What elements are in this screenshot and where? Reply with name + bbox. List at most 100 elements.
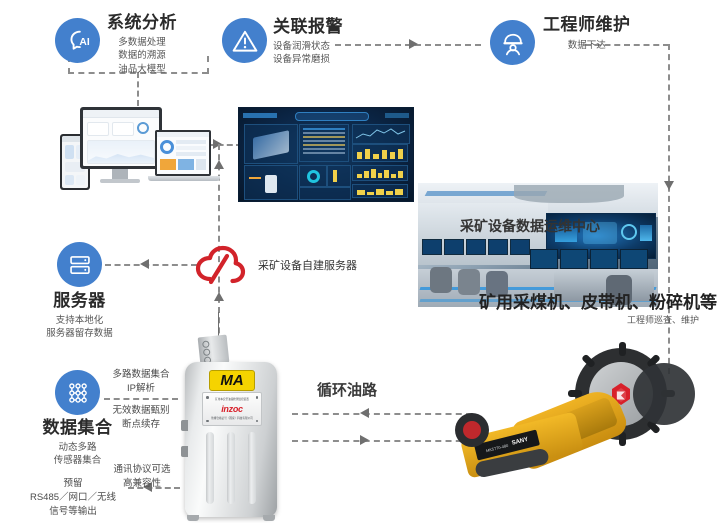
linked-alarm-line-1: 设备润滑状态 xyxy=(273,40,331,52)
connector-center-trunk xyxy=(218,144,220,364)
ceiling-panel xyxy=(514,185,624,203)
device-side-port-1 xyxy=(181,420,188,431)
equipment-title: 矿用采煤机、皮带机、粉碎机等 xyxy=(479,293,717,312)
ma-monitoring-device[interactable]: MA 矿用本安型油液检测监控装置 inzoc 防爆合格证号（国家）科技有限公司 xyxy=(181,362,277,521)
connector-alarm-stub-left xyxy=(207,56,209,74)
arrow-oil-supply xyxy=(360,435,369,445)
foreground-chair xyxy=(606,275,632,305)
arrow-alarm-to-engineer xyxy=(409,39,418,49)
ma-label: MA xyxy=(220,372,244,389)
dashboard-header xyxy=(243,111,409,121)
linked-alarm-title: 关联报警 xyxy=(273,17,343,36)
laptop-base xyxy=(148,176,220,181)
connector-engineer-down xyxy=(668,44,670,374)
arrow-oil-return xyxy=(360,408,369,418)
server-line-2: 服务器留存数据 xyxy=(46,328,113,340)
dashboard-panel-line-chart xyxy=(352,124,410,144)
system-analysis-line-2: 数据的溯源 xyxy=(118,50,166,62)
annotation-output-1: 预留 xyxy=(63,478,83,489)
engineer-maintenance-title: 工程师维护 xyxy=(543,15,631,34)
data-collection-text: 数据集合 动态多路 传感器集合 xyxy=(21,418,134,468)
arrow-to-dashboard xyxy=(213,139,222,149)
antenna-wire xyxy=(218,312,219,338)
mining-shearer-illustration: MK5770-480 SANY xyxy=(455,342,705,515)
annotation-protocol-2: 高兼容性 xyxy=(122,477,161,489)
connector-analysis-stub-left xyxy=(68,56,70,74)
system-analysis-title: 系统分析 xyxy=(107,13,177,32)
control-room-caption: 采矿设备数据运维中心 xyxy=(460,218,600,234)
nameplate-screw-bl xyxy=(206,419,209,422)
rear-drum-hub xyxy=(463,421,481,439)
system-analysis-line-3: 油品大模型 xyxy=(118,64,166,76)
connector-block xyxy=(197,334,230,366)
monitor-stand xyxy=(112,169,128,179)
engineer-maintenance-line-1: 数据下达 xyxy=(567,39,606,51)
connector-alarm-to-engineer xyxy=(335,44,481,46)
dashboard-panel-device xyxy=(244,165,298,200)
laptop-illustration xyxy=(155,130,211,176)
device-nameplate: 矿用本安型油液检测监控装置 inzoc 防爆合格证号（国家）科技有限公司 xyxy=(202,392,262,426)
annotation-collect-top-2: IP解析 xyxy=(127,382,155,394)
cloud-server-label: 采矿设备自建服务器 xyxy=(258,260,357,272)
annotation-collect-top-1: 多路数据集合 xyxy=(112,369,170,380)
device-rib-1 xyxy=(206,432,214,504)
linked-alarm-text: 关联报警 设备润滑状态 设备异常磨损 xyxy=(273,17,343,67)
arrow-trunk-up-lower xyxy=(214,292,224,301)
server-text: 服务器 支持本地化 服务器留存数据 xyxy=(23,291,136,341)
monitor-illustration xyxy=(80,107,162,169)
dashboard-panel-gauge xyxy=(299,165,327,187)
connector-analysis-down xyxy=(137,72,139,134)
linked-alarm-icon-badge[interactable] xyxy=(222,18,267,63)
equipment-subtitle: 工程师巡查、维护 xyxy=(627,315,700,325)
device-rib-2 xyxy=(227,432,235,504)
desk-row-back xyxy=(422,239,542,261)
annotation-output: 预留 RS485／网口／无线 信号等输出 xyxy=(14,477,132,518)
arrow-protocol-to-device xyxy=(143,482,152,492)
node-grid-icon xyxy=(64,379,92,407)
data-collection-icon-badge[interactable] xyxy=(55,370,100,415)
dashboard-panel-mini-table xyxy=(299,187,351,200)
nameplate-top-text: 矿用本安型油液检测监控装置 xyxy=(215,398,249,401)
dashboard-panel-bars-1 xyxy=(352,144,408,162)
nameplate-bottom-text: 防爆合格证号（国家）科技有限公司 xyxy=(211,417,253,420)
connector-oil-supply xyxy=(292,440,472,442)
server-rack-icon xyxy=(67,252,93,278)
data-collection-title: 数据集合 xyxy=(42,418,113,437)
arrow-engineer-down xyxy=(664,181,674,190)
drum-secondary xyxy=(633,363,695,425)
mining-dashboard-screen xyxy=(238,107,414,202)
server-line-1: 支持本地化 xyxy=(55,314,104,326)
server-title: 服务器 xyxy=(53,291,106,310)
annotation-collect-bottom-1: 无效数据甄别 xyxy=(112,405,170,416)
nameplate-screw-br xyxy=(255,419,258,422)
device-side-port-2 xyxy=(181,446,188,457)
engineer-maintenance-icon-badge[interactable] xyxy=(490,20,535,65)
device-cluster-illustration xyxy=(60,104,220,196)
system-analysis-icon-badge[interactable]: AI xyxy=(55,18,100,63)
nameplate-screw-tr xyxy=(255,396,258,399)
connector-protocol-to-device xyxy=(128,487,180,489)
engineer-maintenance-text: 工程师维护 数据下达 xyxy=(543,15,631,52)
device-foot-left xyxy=(187,515,199,521)
brand-logo: inzoc xyxy=(221,404,243,414)
annotation-output-3: 信号等输出 xyxy=(49,505,97,517)
machine-model-label: MK5770-480 xyxy=(485,442,509,453)
connector-cloud-to-server xyxy=(105,264,197,266)
arrow-trunk-up-upper xyxy=(214,160,224,169)
annotation-collect-bottom-2: 断点续存 xyxy=(121,418,160,430)
nameplate-screw-tl xyxy=(206,396,209,399)
svg-text:AI: AI xyxy=(79,37,89,48)
cloud-server-icon[interactable] xyxy=(192,243,250,285)
chair-group xyxy=(430,267,540,301)
linked-alarm-line-2: 设备异常磨损 xyxy=(273,54,331,66)
server-icon-badge[interactable] xyxy=(57,242,102,287)
control-room-photo xyxy=(418,183,658,307)
data-collection-line-2: 传感器集合 xyxy=(53,455,102,467)
machine-brand-label: SANY xyxy=(511,436,529,447)
connector-collection-to-device xyxy=(104,398,178,400)
annotation-protocol: 通讯协议可选 高兼容性 xyxy=(100,463,184,491)
ma-certification-badge: MA xyxy=(209,370,255,391)
device-foot-right xyxy=(263,515,275,521)
annotation-protocol-1: 通讯协议可选 xyxy=(113,464,171,475)
data-collection-line-1: 动态多路 xyxy=(58,441,97,453)
